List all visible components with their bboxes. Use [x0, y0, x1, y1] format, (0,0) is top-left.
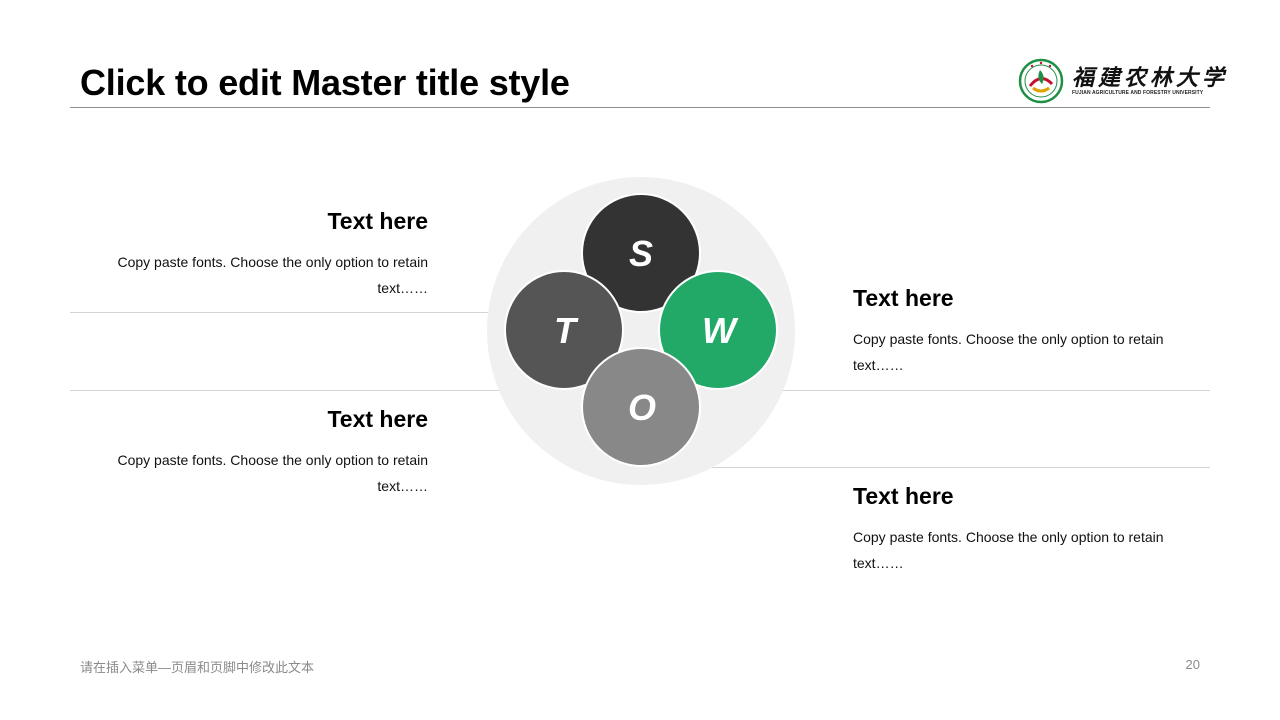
- block-body-line: text……: [377, 478, 428, 494]
- block-body[interactable]: Copy paste fonts. Choose the only option…: [853, 326, 1213, 378]
- title-divider: [70, 107, 1210, 108]
- swot-circle-w[interactable]: W: [658, 270, 778, 390]
- university-name-cn: 福建农林大学: [1072, 65, 1229, 91]
- swot-letter-s: S: [629, 233, 653, 274]
- university-name-en: FUJIAN AGRICULTURE AND FORESTRY UNIVERSI…: [1072, 90, 1204, 96]
- block-body[interactable]: Copy paste fonts. Choose the only option…: [68, 447, 428, 499]
- block-body-line: Copy paste fonts. Choose the only option…: [117, 254, 428, 270]
- swot-circle-t-shape: [504, 270, 624, 390]
- block-heading[interactable]: Text here: [853, 285, 954, 311]
- swot-letter-o: O: [628, 387, 656, 428]
- block-body-line: text……: [377, 280, 428, 296]
- swot-circle-o-shape: [581, 347, 701, 467]
- block-body-line: Copy paste fonts. Choose the only option…: [853, 529, 1164, 545]
- swot-circle-t[interactable]: T: [504, 270, 624, 390]
- block-body[interactable]: Copy paste fonts. Choose the only option…: [68, 249, 428, 301]
- text-block-bottom-right: Text here Copy paste fonts. Choose the o…: [853, 482, 1213, 576]
- block-body-line: Copy paste fonts. Choose the only option…: [117, 452, 428, 468]
- university-emblem-icon: [1018, 58, 1064, 104]
- swot-circle-w-shape: [658, 270, 778, 390]
- block-heading[interactable]: Text here: [327, 208, 428, 234]
- university-logo: 福建农林大学 FUJIAN AGRICULTURE AND FORESTRY U…: [1018, 58, 1224, 106]
- swot-circle-o[interactable]: O: [581, 347, 701, 467]
- page-title[interactable]: Click to edit Master title style: [80, 62, 570, 103]
- block-body-line: text……: [853, 357, 904, 373]
- swot-backdrop: [487, 177, 795, 485]
- block-body-line: text……: [853, 555, 904, 571]
- block-heading[interactable]: Text here: [853, 483, 954, 509]
- divider-right-bottom: [660, 467, 1210, 468]
- text-block-top-left: Text here Copy paste fonts. Choose the o…: [68, 207, 428, 301]
- swot-diagram: S W T O: [487, 177, 795, 485]
- divider-left-top: [70, 312, 500, 313]
- text-block-bottom-left: Text here Copy paste fonts. Choose the o…: [68, 405, 428, 499]
- swot-circle-s[interactable]: S: [581, 193, 701, 313]
- block-body[interactable]: Copy paste fonts. Choose the only option…: [853, 524, 1213, 576]
- page-number: 20: [1185, 657, 1200, 672]
- text-block-top-right: Text here Copy paste fonts. Choose the o…: [853, 284, 1213, 378]
- footer-text[interactable]: 请在插入菜单—页眉和页脚中修改此文本: [80, 660, 315, 675]
- block-body-line: Copy paste fonts. Choose the only option…: [853, 331, 1164, 347]
- swot-circle-s-shape: [581, 193, 701, 313]
- swot-letter-w: W: [702, 310, 739, 351]
- swot-letter-t: T: [554, 310, 579, 351]
- block-heading[interactable]: Text here: [327, 406, 428, 432]
